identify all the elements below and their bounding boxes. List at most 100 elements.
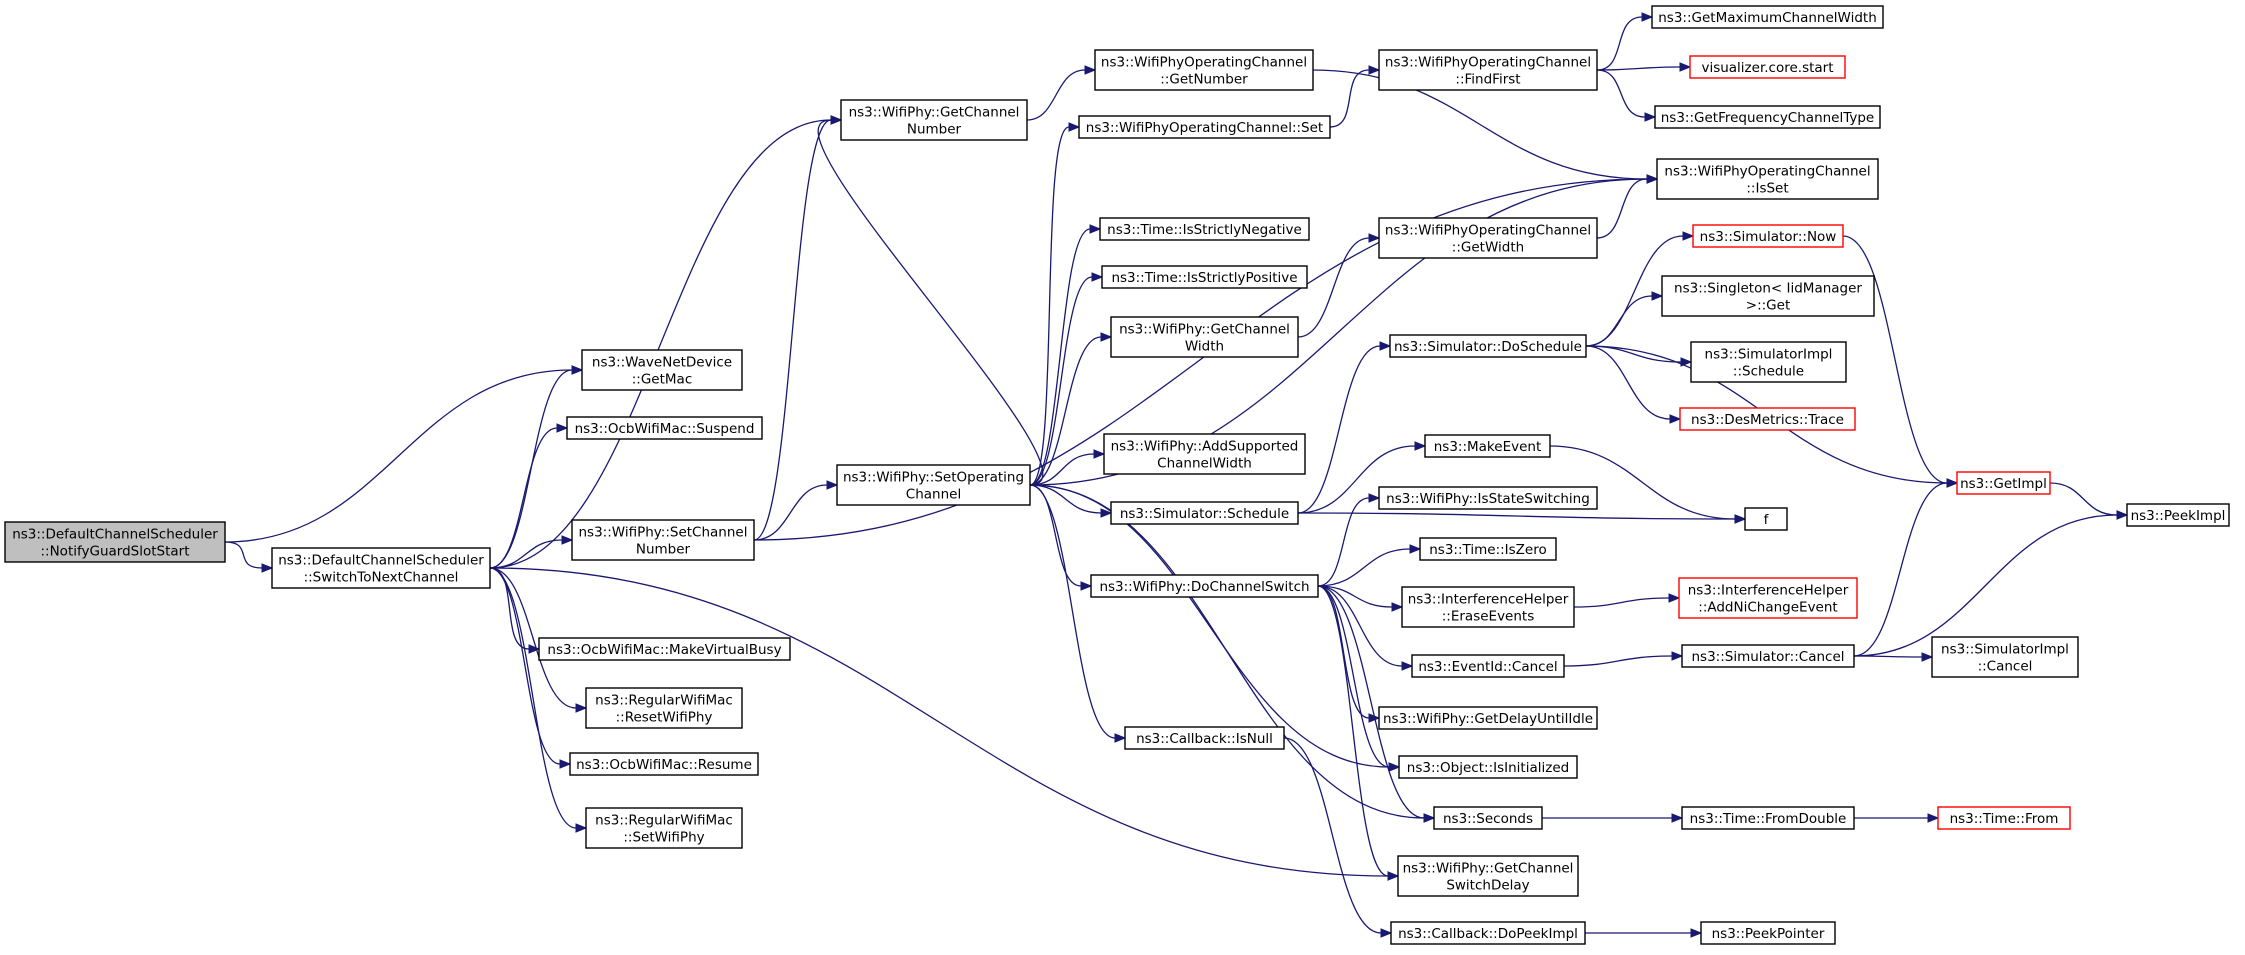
node-ns3-wifiphy-isstateswitching[interactable]: ns3::WifiPhy::IsStateSwitching bbox=[1378, 486, 1598, 510]
edge-line bbox=[1317, 585, 1370, 719]
edge-n10-to-n4 bbox=[817, 115, 1044, 486]
node-ns3-callback-dopeekimpl[interactable]: ns3::Callback::DoPeekImpl bbox=[1390, 921, 1586, 945]
node-label: ChannelWidth bbox=[1157, 456, 1252, 472]
node-ns3-makeevent[interactable]: ns3::MakeEvent bbox=[1424, 434, 1551, 458]
node-ns3-desmetrics-trace[interactable]: ns3::DesMetrics::Trace bbox=[1679, 407, 1856, 431]
node-ns3-getimpl[interactable]: ns3::GetImpl bbox=[1956, 471, 2051, 495]
node-ns3-simulator-now[interactable]: ns3::Simulator::Now bbox=[1692, 224, 1844, 248]
edge-line bbox=[1853, 514, 2118, 657]
node-ns3-wifiphyoperatingchannel-isset[interactable]: ns3::WifiPhyOperatingChannel::IsSet bbox=[1656, 158, 1879, 200]
node-ns3-object-isinitialized[interactable]: ns3::Object::IsInitialized bbox=[1398, 755, 1578, 779]
node-ns3-wifiphyoperatingchannel-findfirst[interactable]: ns3::WifiPhyOperatingChannel::FindFirst bbox=[1378, 49, 1598, 91]
edge-n1-to-n4 bbox=[489, 115, 843, 569]
node-ns3-simulator-schedule[interactable]: ns3::Simulator::Schedule bbox=[1110, 501, 1299, 525]
edge-n17-to-n22 bbox=[1297, 341, 1392, 514]
node-box bbox=[538, 637, 791, 661]
node-ns3-time-fromdouble[interactable]: ns3::Time::FromDouble bbox=[1681, 806, 1855, 830]
node-label: ns3::WifiPhy::GetChannel bbox=[849, 105, 1020, 121]
edge-n20-to-n35 bbox=[1596, 69, 1657, 122]
node-ns3-defaultchannelscheduler-notifyguardslotstart[interactable]: ns3::DefaultChannelScheduler::NotifyGuar… bbox=[4, 521, 226, 563]
node-ns3-time-isstrictlynegative[interactable]: ns3::Time::IsStrictlyNegative bbox=[1099, 217, 1310, 241]
arrowhead-icon bbox=[1927, 813, 1940, 823]
node-ns3-defaultchannelscheduler-switchtonextchannel[interactable]: ns3::DefaultChannelScheduler::SwitchToNe… bbox=[271, 547, 491, 589]
node-ns3-wifiphy-getdelayuntilidle[interactable]: ns3::WifiPhy::GetDelayUntilIdle bbox=[1378, 706, 1598, 730]
node-visualizer-core-start[interactable]: visualizer.core.start bbox=[1689, 55, 1846, 79]
node-ns3-wifiphyoperatingchannel-getnumber[interactable]: ns3::WifiPhyOperatingChannel::GetNumber bbox=[1094, 49, 1314, 91]
node-ns3-time-from[interactable]: ns3::Time::From bbox=[1937, 806, 2071, 830]
arrowhead-icon bbox=[1671, 813, 1684, 823]
node-ns3-singleton-iidmanager-get[interactable]: ns3::Singleton< IidManager>::Get bbox=[1661, 275, 1875, 317]
node-f[interactable]: f bbox=[1744, 507, 1788, 531]
edge-n1-to-n8 bbox=[489, 567, 572, 769]
node-ns3-wavenetdevice-getmac[interactable]: ns3::WaveNetDevice::GetMac bbox=[581, 349, 743, 391]
edge-line bbox=[1317, 585, 1393, 608]
node-box bbox=[1433, 806, 1543, 830]
node-ns3-wifiphyoperatingchannel-getwidth[interactable]: ns3::WifiPhyOperatingChannel::GetWidth bbox=[1378, 217, 1598, 259]
node-ns3-ocbwifimac-resume[interactable]: ns3::OcbWifiMac::Resume bbox=[569, 752, 759, 776]
node-ns3-ocbwifimac-makevirtualbusy[interactable]: ns3::OcbWifiMac::MakeVirtualBusy bbox=[538, 637, 791, 661]
node-label: ns3::Callback::IsNull bbox=[1136, 731, 1273, 747]
node-ns3-simulator-doschedule[interactable]: ns3::Simulator::DoSchedule bbox=[1389, 334, 1587, 358]
node-label: ns3::Singleton< IidManager bbox=[1674, 281, 1862, 297]
node-ns3-getfrequencychanneltype[interactable]: ns3::GetFrequencyChannelType bbox=[1654, 105, 1881, 129]
node-label: ns3::GetFrequencyChannelType bbox=[1661, 110, 1875, 126]
edge-line bbox=[1596, 16, 1643, 71]
edge-n32-to-n45 bbox=[1585, 928, 1703, 938]
edge-n43-to-n49 bbox=[1853, 510, 2129, 657]
edge-n19-to-n32 bbox=[1283, 737, 1393, 938]
node-ns3-interferencehelper-eraseevents[interactable]: ns3::InterferenceHelper::EraseEvents bbox=[1401, 586, 1575, 628]
node-ns3-interferencehelper-addnichangeevent[interactable]: ns3::InterferenceHelper::AddNiChangeEven… bbox=[1678, 577, 1858, 619]
node-box bbox=[1681, 644, 1855, 668]
node-ns3-simulator-cancel[interactable]: ns3::Simulator::Cancel bbox=[1681, 644, 1855, 668]
node-box bbox=[1744, 507, 1788, 531]
node-ns3-peekpointer[interactable]: ns3::PeekPointer bbox=[1700, 921, 1836, 945]
arrowhead-icon bbox=[571, 365, 584, 375]
node-label: ns3::WifiPhy::GetChannel bbox=[1119, 322, 1290, 338]
node-label: ::SwitchToNextChannel bbox=[304, 570, 459, 586]
node-box bbox=[1101, 265, 1308, 289]
edge-line bbox=[1026, 69, 1086, 121]
edge-line bbox=[1029, 484, 1116, 739]
node-ns3-simulatorimpl-schedule[interactable]: ns3::SimulatorImpl::Schedule bbox=[1690, 341, 1847, 383]
edge-line bbox=[489, 539, 563, 569]
node-ns3-seconds[interactable]: ns3::Seconds bbox=[1433, 806, 1543, 830]
edge-line bbox=[1029, 484, 1425, 819]
edge-line bbox=[1549, 445, 1736, 520]
node-label: Channel bbox=[906, 487, 961, 503]
arrowhead-icon bbox=[1401, 661, 1414, 671]
node-ns3-eventid-cancel[interactable]: ns3::EventId::Cancel bbox=[1411, 654, 1565, 678]
edge-line bbox=[224, 369, 573, 543]
arrowhead-icon bbox=[1921, 652, 1934, 662]
node-ns3-ocbwifimac-suspend[interactable]: ns3::OcbWifiMac::Suspend bbox=[566, 416, 763, 440]
edge-n15-to-n21 bbox=[1297, 233, 1381, 338]
node-label: ns3::OcbWifiMac::MakeVirtualBusy bbox=[547, 642, 781, 658]
node-ns3-wifiphy-dochannelswitch[interactable]: ns3::WifiPhy::DoChannelSwitch bbox=[1090, 574, 1319, 598]
node-label: ns3::EventId::Cancel bbox=[1418, 659, 1557, 675]
node-ns3-wifiphyoperatingchannel-set[interactable]: ns3::WifiPhyOperatingChannel::Set bbox=[1078, 115, 1331, 139]
edge-line bbox=[1283, 737, 1382, 934]
node-label: ::NotifyGuardSlotStart bbox=[40, 544, 189, 560]
node-box bbox=[836, 464, 1031, 506]
edge-n10-to-n13 bbox=[1029, 224, 1102, 486]
edge-n43-to-n47 bbox=[1853, 652, 1934, 662]
edge-n1-to-n9 bbox=[489, 567, 588, 833]
edge-n10-to-n30 bbox=[1029, 484, 1436, 823]
node-ns3-getmaximumchannelwidth[interactable]: ns3::GetMaximumChannelWidth bbox=[1651, 5, 1884, 29]
node-ns3-regularwifimac-setwifiphy[interactable]: ns3::RegularWifiMac::SetWifiPhy bbox=[585, 807, 743, 849]
arrowhead-icon bbox=[830, 115, 843, 125]
node-ns3-simulatorimpl-cancel[interactable]: ns3::SimulatorImpl::Cancel bbox=[1931, 636, 2079, 678]
node-ns3-time-iszero[interactable]: ns3::Time::IsZero bbox=[1419, 537, 1557, 561]
node-ns3-callback-isnull[interactable]: ns3::Callback::IsNull bbox=[1124, 726, 1285, 750]
node-ns3-time-isstrictlypositive[interactable]: ns3::Time::IsStrictlyPositive bbox=[1101, 265, 1308, 289]
node-ns3-peekimpl[interactable]: ns3::PeekImpl bbox=[2126, 503, 2230, 527]
node-ns3-regularwifimac-resetwifiphy[interactable]: ns3::RegularWifiMac::ResetWifiPhy bbox=[585, 687, 743, 729]
node-box bbox=[840, 99, 1028, 141]
node-box bbox=[1690, 341, 1847, 383]
node-label: ns3::SimulatorImpl bbox=[1941, 642, 2069, 658]
